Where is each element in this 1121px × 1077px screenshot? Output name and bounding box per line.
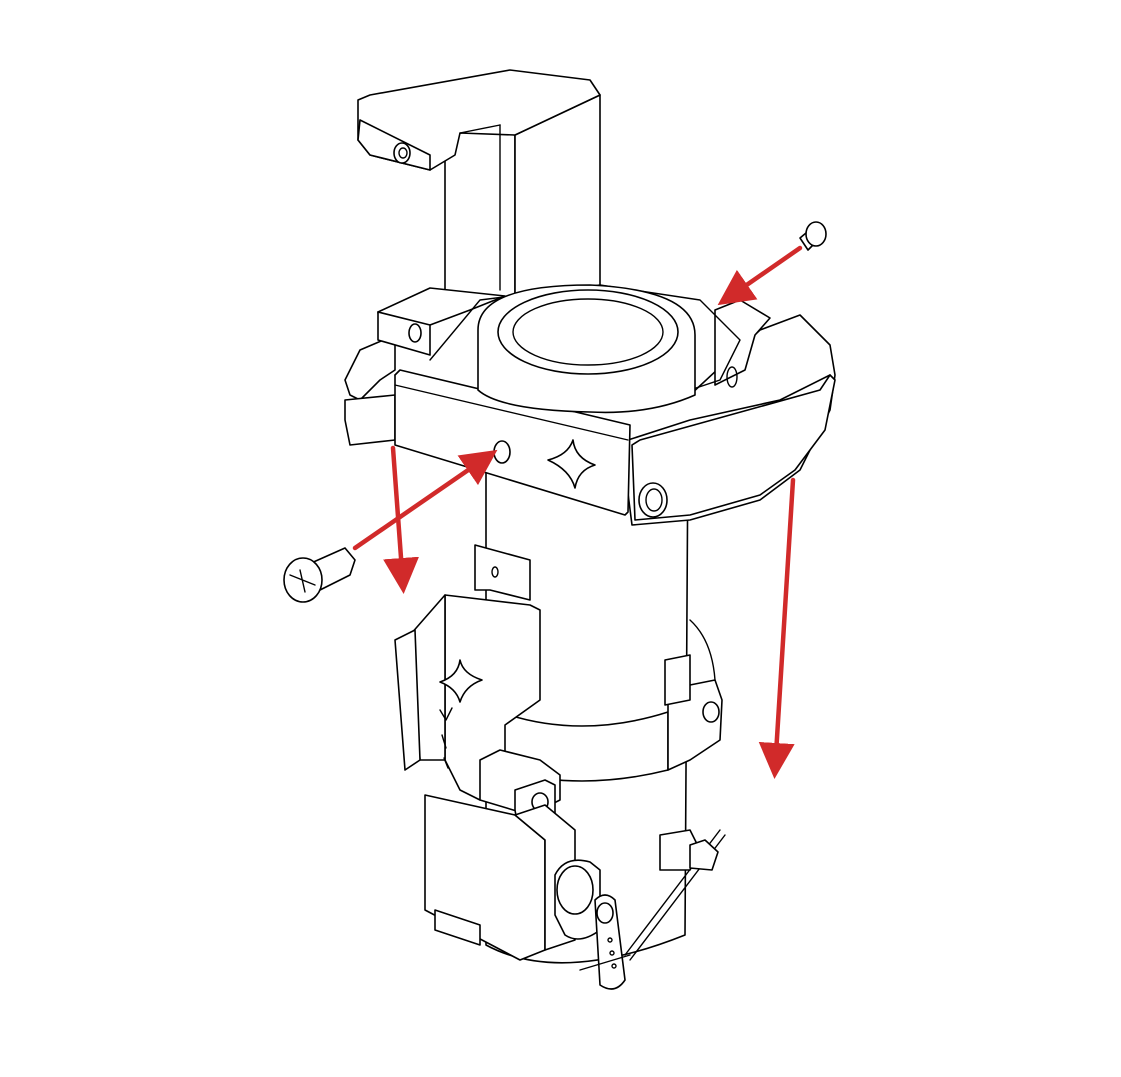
top-clamp-ring-icon — [344, 284, 836, 526]
servo-motor-icon — [424, 794, 601, 961]
ring-left-down-arrow — [383, 445, 419, 594]
screw-right-insert-arrow — [717, 245, 803, 306]
screw-left-insert-arrow — [352, 449, 498, 551]
handle-bracket-icon — [357, 69, 601, 301]
servo-horn-icon — [594, 894, 626, 990]
instruction-arrows — [352, 245, 803, 779]
ring-right-down-arrow — [758, 477, 796, 779]
screw-right-icon — [799, 221, 827, 251]
screw-left-icon — [283, 547, 356, 603]
push-rod-icon — [579, 829, 726, 971]
